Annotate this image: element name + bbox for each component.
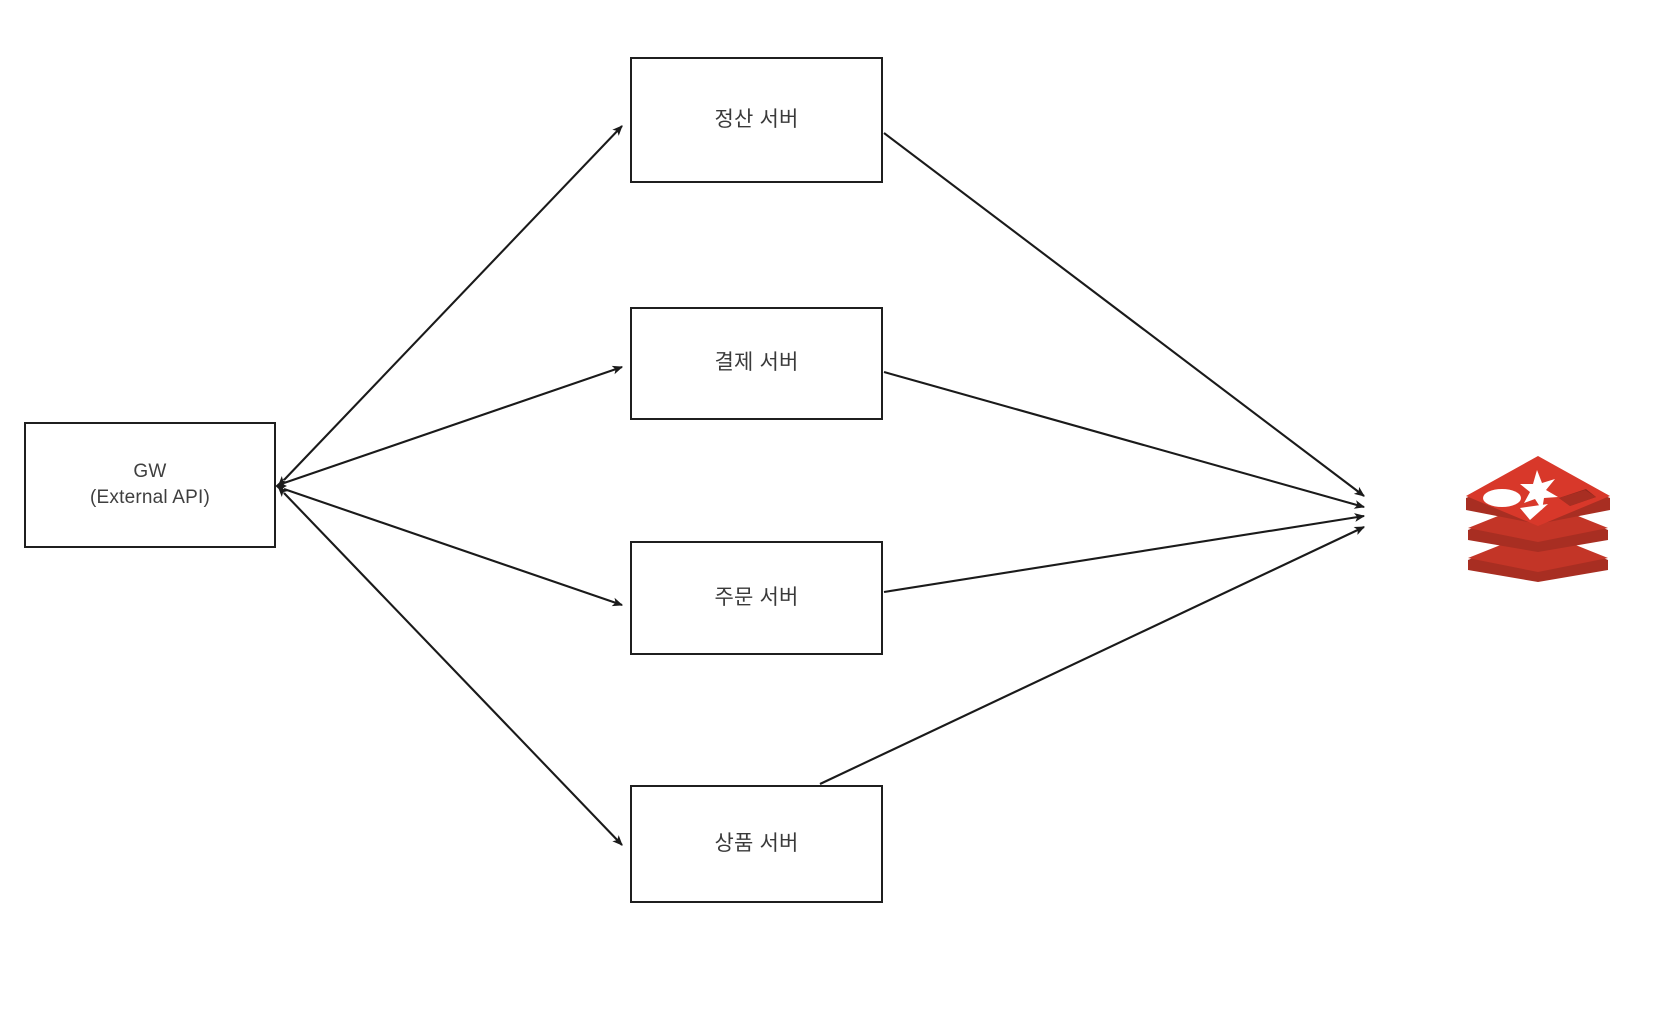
edge-settlement-to-redis [883, 132, 1365, 497]
edge-gw-to-product [277, 486, 623, 846]
order-server-label: 주문 서버 [714, 585, 799, 609]
redis-icon [1466, 456, 1610, 582]
redis-triangle-glyph [1520, 504, 1548, 520]
redis-dark-square-shadow [1559, 490, 1596, 506]
gw-external-api-label: GW (External API) [89, 461, 210, 508]
order-server-node[interactable]: 주문 서버 [630, 541, 883, 655]
settlement-server-label: 정산 서버 [714, 107, 799, 131]
redis-ellipse-glyph [1483, 489, 1521, 507]
payment-server-label: 결제 서버 [714, 351, 799, 375]
gw-external-api-node[interactable]: GW (External API) [24, 422, 276, 548]
edge-gw-to-settlement [277, 125, 623, 487]
product-server-node[interactable]: 상품 서버 [630, 785, 883, 903]
edge-gw-to-payment [275, 365, 624, 487]
settlement-server-node[interactable]: 정산 서버 [630, 57, 883, 183]
edge-order-to-redis [883, 513, 1366, 594]
redis-star-glyph [1520, 470, 1558, 510]
payment-server-node[interactable]: 결제 서버 [630, 307, 883, 420]
product-server-label: 상품 서버 [714, 831, 799, 855]
edge-payment-to-redis [883, 370, 1366, 509]
edge-product-to-redis [819, 526, 1365, 785]
